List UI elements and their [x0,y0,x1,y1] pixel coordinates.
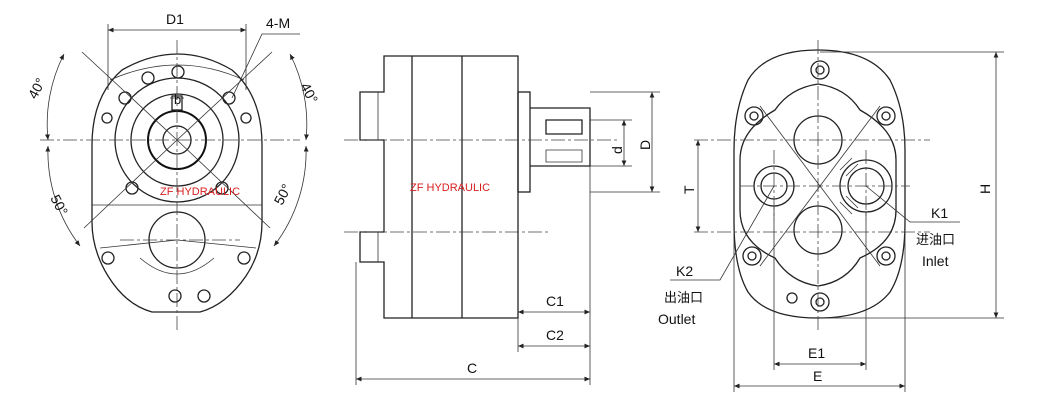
label-c: C [467,360,477,376]
label-D: D [637,140,653,150]
front-hole [125,181,139,195]
label-k1: K1 [931,205,948,221]
rear-body-outline [733,49,906,319]
front-hole [237,251,251,265]
label-h: H [977,184,993,194]
front-hole [118,91,132,105]
side-view [344,55,660,385]
label-k2: K2 [676,263,693,279]
front-hole [141,71,155,85]
label-c2: C2 [546,327,564,343]
side-shaft [530,107,591,167]
front-hole [101,112,113,124]
label-b: b [174,92,181,107]
label-inlet-en: Inlet [922,253,949,269]
label-angle-bottom-left: 50° [47,192,71,218]
front-hole [197,289,211,303]
label-4m: 4-M [266,15,290,31]
label-inlet-cn: 进油口 [916,233,955,248]
rear-bolt-hole [876,246,896,266]
rear-small-hole [786,292,798,304]
label-outlet-en: Outlet [658,311,695,327]
rear-bolt-hole [742,246,762,266]
rear-view [670,40,1004,392]
rear-bolt-hole [810,292,830,312]
label-c1: C1 [546,293,564,309]
label-outlet-cn: 出油口 [664,291,703,306]
rear-bolt-hole [810,60,830,80]
rear-bolt-hole [744,106,764,126]
label-d1: D1 [166,11,184,27]
watermark-left: ZF HYDRAULIC [160,186,240,198]
front-hole [171,65,185,79]
label-angle-bottom-right: 50° [271,181,295,207]
front-view [40,24,309,330]
front-body-outline [91,53,263,313]
label-e: E [813,368,822,384]
label-e1: E1 [808,345,825,361]
label-angle-top-right: 40° [297,80,321,106]
label-d: d [609,146,625,154]
rear-gear-cavity [739,83,897,287]
label-angle-top-left: 40° [25,75,49,101]
side-shaft-boss [517,91,531,193]
front-hole [101,251,115,265]
label-t: T [681,185,697,194]
rear-bolt-hole [876,106,896,126]
front-hole [168,289,182,303]
watermark-middle: ZF HYDRAULIC [410,182,490,194]
front-hole [240,112,252,124]
front-hole [222,91,236,105]
